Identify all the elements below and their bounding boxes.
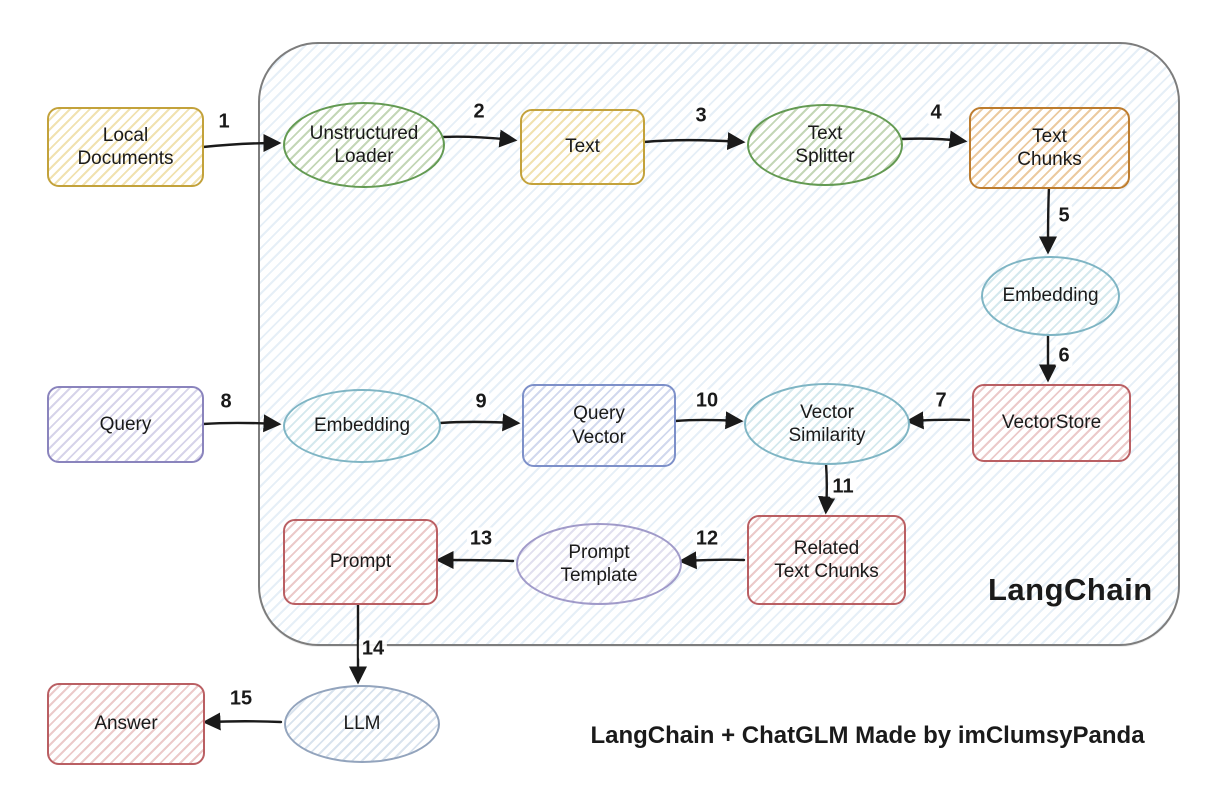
edge-label-3: 3	[692, 104, 710, 128]
node-text-chunks: Text Chunks	[969, 107, 1130, 189]
diagram-caption: LangChain + ChatGLM Made by imClumsyPand…	[590, 722, 1145, 749]
edge-label-6: 6	[1055, 344, 1073, 368]
node-llm: LLM	[284, 685, 440, 763]
node-text: Text	[520, 109, 645, 185]
node-embedding-query: Embedding	[283, 389, 441, 463]
node-query: Query	[47, 386, 204, 463]
edge-label-1: 1	[215, 110, 233, 134]
node-vector-similarity: Vector Similarity	[744, 383, 910, 465]
node-embedding-store: Embedding	[981, 256, 1120, 336]
edge-label-12: 12	[692, 527, 722, 551]
node-local-documents: Local Documents	[47, 107, 204, 187]
edge-label-4: 4	[927, 101, 945, 125]
node-text-splitter: Text Splitter	[747, 104, 903, 186]
node-prompt: Prompt	[283, 519, 438, 605]
node-prompt-template: Prompt Template	[516, 523, 682, 605]
edge-label-10: 10	[692, 389, 722, 413]
node-unstructured-loader: Unstructured Loader	[283, 102, 445, 188]
edge-label-13: 13	[466, 527, 496, 551]
node-answer: Answer	[47, 683, 205, 765]
node-vectorstore: VectorStore	[972, 384, 1131, 462]
edge-label-2: 2	[470, 100, 488, 124]
arrow-15	[202, 712, 283, 731]
edge-label-9: 9	[472, 390, 490, 414]
edge-label-15: 15	[226, 687, 256, 711]
container-title: LangChain	[988, 572, 1153, 607]
edge-label-14: 14	[358, 637, 388, 661]
edge-label-11: 11	[829, 475, 857, 499]
edge-label-5: 5	[1055, 204, 1073, 228]
edge-label-7: 7	[932, 389, 950, 413]
node-query-vector: Query Vector	[522, 384, 676, 467]
edge-label-8: 8	[217, 390, 235, 414]
node-related-text-chunks: Related Text Chunks	[747, 515, 906, 605]
